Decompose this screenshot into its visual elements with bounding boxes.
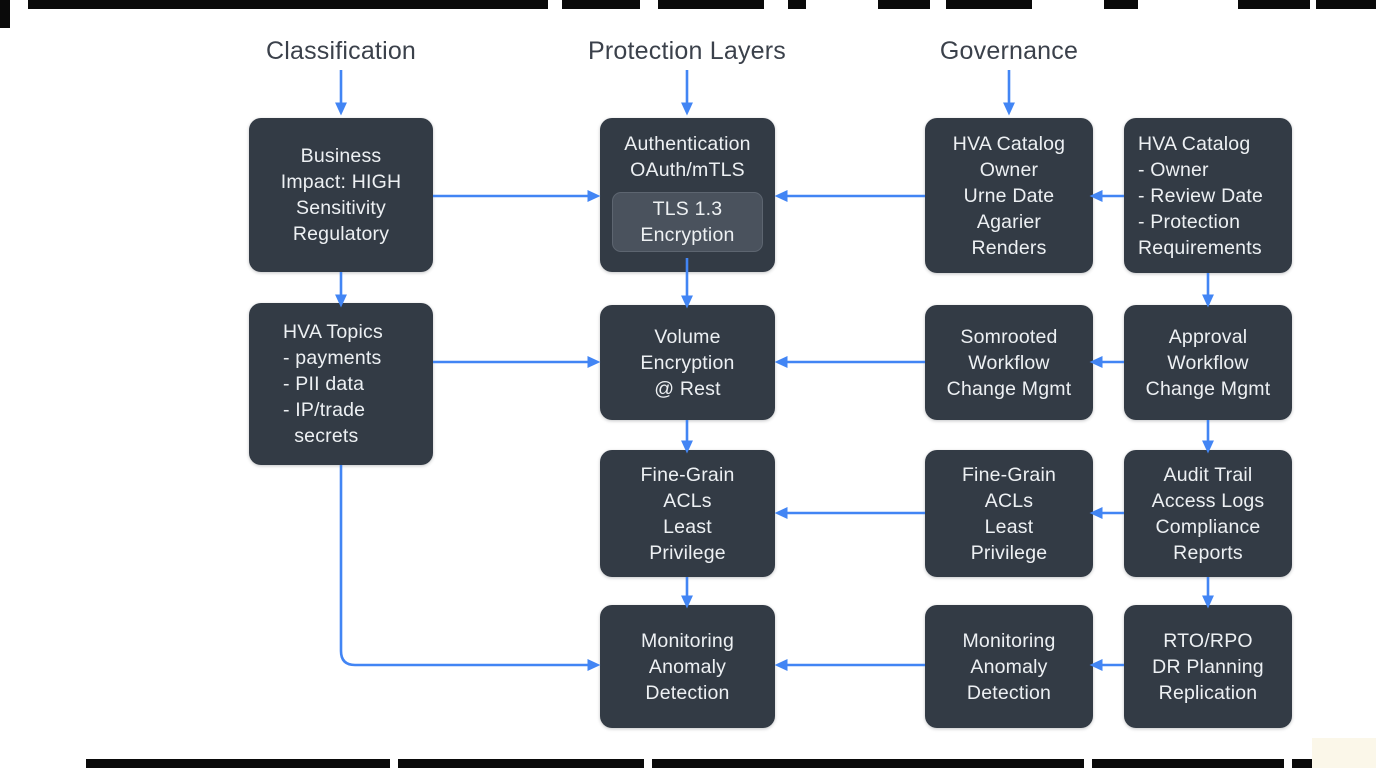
box-somrooted-workflow-line: Workflow bbox=[968, 351, 1050, 374]
box-hva-catalog-list-line: - Protection bbox=[1138, 210, 1241, 233]
box-hva-catalog-owner-line: Renders bbox=[971, 236, 1047, 259]
box-hva-topics-line: - PII data bbox=[283, 373, 365, 395]
box-hva-catalog-owner-line: HVA Catalog bbox=[952, 132, 1066, 155]
box-fine-grain-acls-2-line: Fine-Grain bbox=[961, 463, 1057, 486]
box-volume-encryption-line: @ Rest bbox=[654, 377, 721, 400]
bottom-right-cream-block bbox=[1312, 738, 1376, 768]
box-hva-catalog-owner-line: Owner bbox=[979, 158, 1039, 181]
column-header-governance: Governance bbox=[939, 37, 1079, 65]
box-rto-rpo-line: Replication bbox=[1158, 681, 1258, 704]
box-hva-catalog-list: HVA Catalog - Owner - Review Date - Protect… bbox=[1124, 118, 1292, 273]
box-somrooted-workflow-line: Change Mgmt bbox=[946, 377, 1072, 400]
box-rto-rpo-line: RTO/RPO bbox=[1163, 629, 1253, 652]
bottom-edge-bar-segment bbox=[1092, 759, 1284, 768]
box-tls-encryption-line: TLS 1.3 bbox=[652, 198, 723, 220]
box-fine-grain-acls-line: Fine-Grain bbox=[640, 463, 735, 486]
box-fine-grain-acls-line: ACLs bbox=[663, 489, 712, 512]
top-edge-bar-segment bbox=[1316, 0, 1376, 9]
box-hva-catalog-owner-line: Agarier bbox=[976, 210, 1042, 233]
box-rto-rpo-line: DR Planning bbox=[1152, 655, 1264, 678]
top-edge-bar-segment bbox=[562, 0, 640, 9]
top-edge-bar-segment bbox=[28, 0, 548, 9]
box-hva-catalog-list-line: Requirements bbox=[1138, 236, 1262, 259]
box-fine-grain-acls-2-line: Privilege bbox=[970, 541, 1048, 564]
top-edge-bar-segment bbox=[658, 0, 764, 9]
box-fine-grain-acls-2-line: ACLs bbox=[984, 489, 1034, 512]
box-volume-encryption-line: Volume bbox=[654, 325, 721, 348]
box-fine-grain-acls-line: Privilege bbox=[649, 541, 726, 564]
box-business-impact-line: Sensitivity bbox=[296, 197, 386, 219]
box-fine-grain-acls-line: Least bbox=[663, 515, 712, 538]
box-audit-trail-line: Compliance bbox=[1155, 515, 1261, 538]
box-hva-topics-line: secrets bbox=[283, 425, 359, 447]
box-business-impact-line: Business bbox=[300, 145, 382, 167]
top-edge-bar-segment bbox=[1238, 0, 1310, 9]
top-left-corner-block bbox=[0, 0, 10, 28]
bottom-edge-bar-segment bbox=[86, 759, 390, 768]
top-edge-bar-segment bbox=[788, 0, 806, 9]
box-somrooted-workflow-line: Somrooted bbox=[960, 325, 1058, 348]
box-hva-topics-line: - IP/trade bbox=[283, 399, 366, 421]
box-audit-trail-line: Audit Trail bbox=[1163, 463, 1253, 486]
box-hva-topics: HVA Topics - payments - PII data - IP/trade… bbox=[249, 303, 433, 465]
box-business-impact-line: Impact: HIGH bbox=[280, 171, 402, 193]
box-business-impact-line: Regulatory bbox=[292, 223, 390, 245]
box-tls-encryption-line: Encryption bbox=[640, 224, 735, 246]
column-header-protection-layers: Protection Layers bbox=[588, 37, 786, 65]
box-monitoring-line: Monitoring bbox=[640, 629, 735, 652]
box-volume-encryption-line: Encryption bbox=[640, 351, 735, 374]
bottom-edge-bar-segment bbox=[398, 759, 644, 768]
box-monitoring-2-line: Detection bbox=[966, 681, 1052, 704]
box-hva-catalog-list-line: - Review Date bbox=[1138, 184, 1264, 207]
box-monitoring-line: Anomaly bbox=[648, 655, 727, 678]
box-fine-grain-acls-2-line: Least bbox=[984, 515, 1034, 538]
column-header-classification: Classification bbox=[265, 37, 417, 65]
bottom-edge-bar-segment bbox=[652, 759, 1084, 768]
box-hva-topics-line: HVA Topics bbox=[283, 321, 383, 343]
arrow-topics-elbow-to-monitoring bbox=[339, 465, 601, 671]
box-monitoring-2-line: Anomaly bbox=[970, 655, 1048, 678]
box-hva-catalog-list-line: HVA Catalog bbox=[1138, 132, 1251, 155]
box-hva-catalog-owner-line: Urne Date bbox=[963, 184, 1055, 207]
box-audit-trail-line: Reports bbox=[1173, 541, 1243, 564]
top-edge-bar-segment bbox=[878, 0, 930, 9]
box-authentication-line: OAuth/mTLS bbox=[630, 159, 745, 181]
box-approval-workflow-line: Approval bbox=[1168, 325, 1248, 348]
box-hva-catalog-list-line: - Owner bbox=[1138, 158, 1209, 181]
top-edge-bar-segment bbox=[1104, 0, 1138, 9]
box-monitoring-2-line: Monitoring bbox=[962, 629, 1056, 652]
top-edge-bar-segment bbox=[946, 0, 1032, 9]
box-approval-workflow-line: Workflow bbox=[1167, 351, 1249, 374]
box-monitoring-line: Detection bbox=[645, 681, 730, 704]
box-hva-topics-line: - payments bbox=[283, 347, 382, 369]
box-audit-trail-line: Access Logs bbox=[1151, 489, 1265, 512]
box-approval-workflow-line: Change Mgmt bbox=[1145, 377, 1271, 400]
box-authentication-line: Authentication bbox=[624, 133, 751, 155]
